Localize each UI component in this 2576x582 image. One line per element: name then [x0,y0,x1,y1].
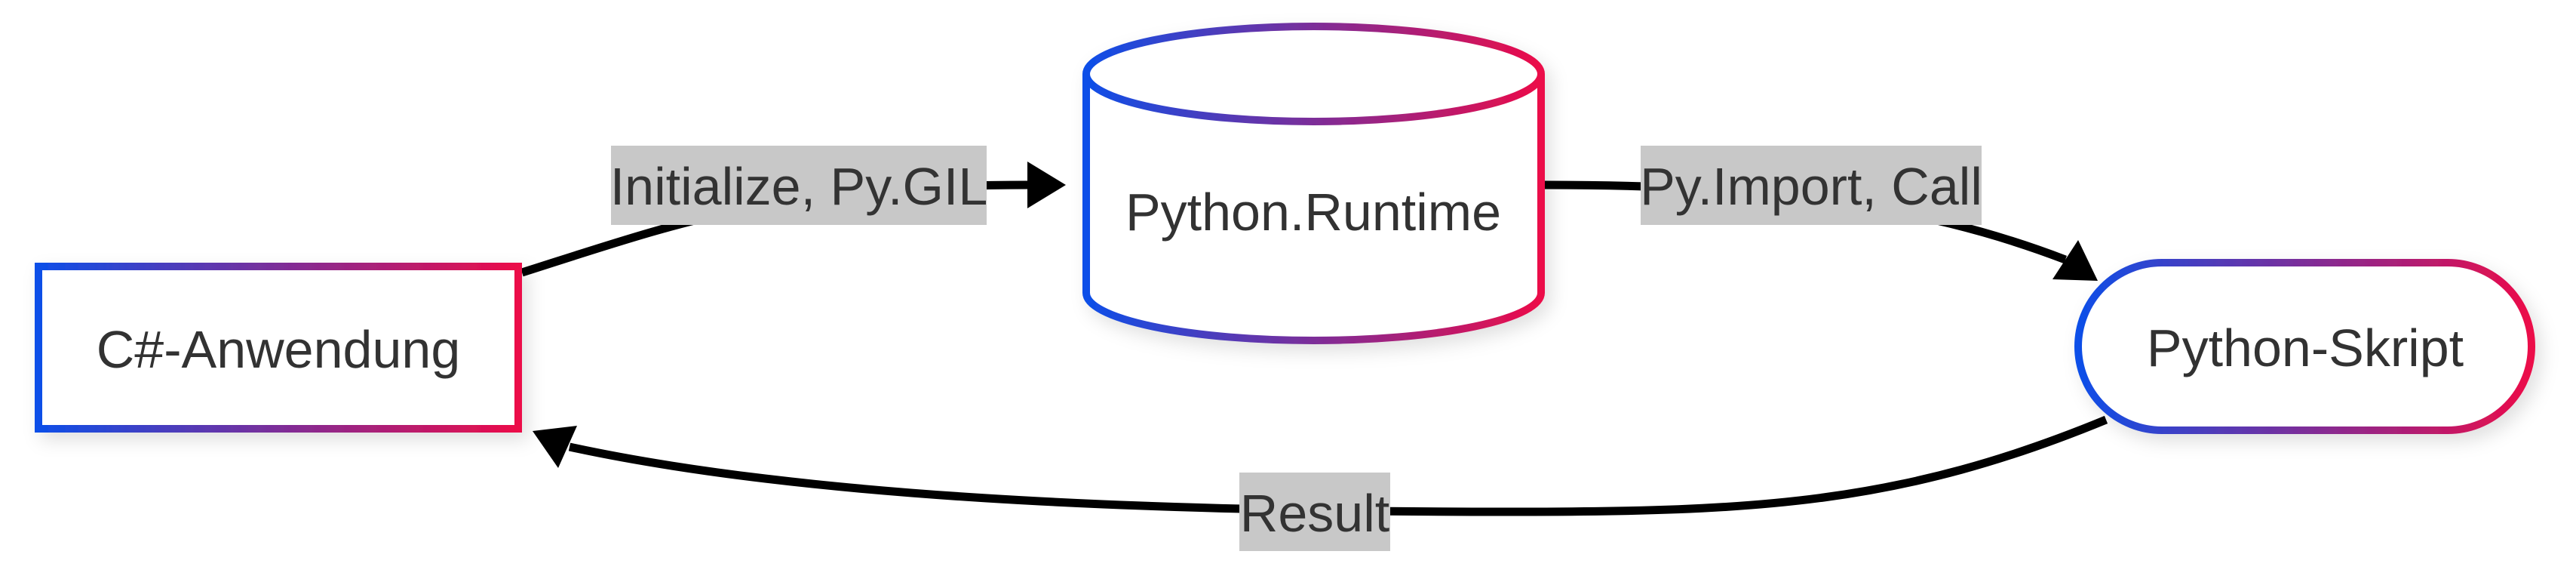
edge-script-to-csharp [533,415,2108,516]
node-label-skript: Python-Skript [2147,319,2464,377]
node-label-csharp: C#-Anwendung [97,320,461,379]
node-python-runtime: Python.Runtime [1082,23,1545,344]
rectangle-shape [35,263,522,433]
stadium-shape [2074,259,2535,434]
arrowhead-icon [1027,162,1066,208]
node-csharp-anwendung: C#-Anwendung [35,263,522,433]
arrowhead-icon [533,426,577,468]
edge-label-result: Result [1239,473,1390,551]
cylinder-body-stroke [1082,74,1545,344]
edge-label-text-result: Result [1240,484,1389,543]
edge-label-bg [611,146,987,225]
arrowhead-icon [2053,240,2098,281]
node-label-runtime: Python.Runtime [1125,183,1501,242]
edge-label-import-call: Py.Import, Call [1640,146,1982,225]
edge-label-initialize: Initialize, Py.GIL [610,146,988,225]
edge-label-text-initialize: Initialize, Py.GIL [610,157,988,216]
cylinder-top-ellipse [1082,23,1545,125]
edge-line-result [568,415,2108,516]
edge-label-bg [1641,146,1982,225]
node-python-skript: Python-Skript [2074,259,2535,434]
edge-label-bg [1239,473,1390,551]
edge-label-text-import: Py.Import, Call [1640,157,1982,216]
